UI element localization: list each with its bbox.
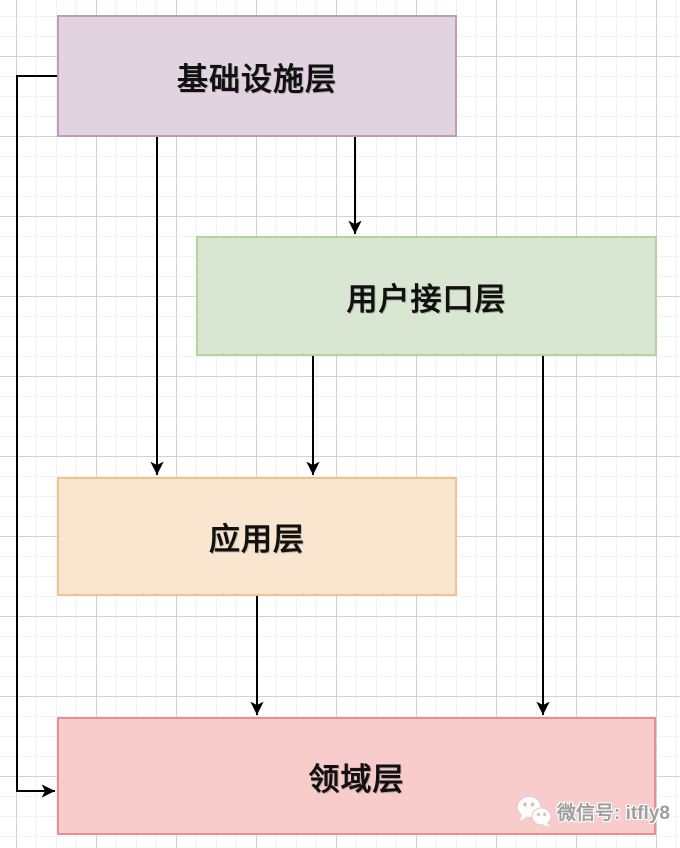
- layer-label-application: 应用层: [209, 522, 305, 557]
- layer-box-domain: 领域层: [57, 717, 656, 835]
- edge-infrastructure-to-domain: [16, 75, 57, 798]
- watermark: 微信号: itfly8: [516, 795, 670, 828]
- layer-label-infrastructure: 基础设施层: [177, 61, 337, 97]
- layer-box-application: 应用层: [57, 477, 457, 596]
- layer-label-user-interface: 用户接口层: [346, 281, 507, 317]
- layer-box-user-interface: 用户接口层: [196, 236, 657, 356]
- layer-box-infrastructure: 基础设施层: [57, 15, 457, 137]
- layer-label-domain: 领域层: [308, 761, 405, 797]
- watermark-text: 微信号: itfly8: [557, 803, 670, 824]
- wechat-icon: [516, 796, 552, 827]
